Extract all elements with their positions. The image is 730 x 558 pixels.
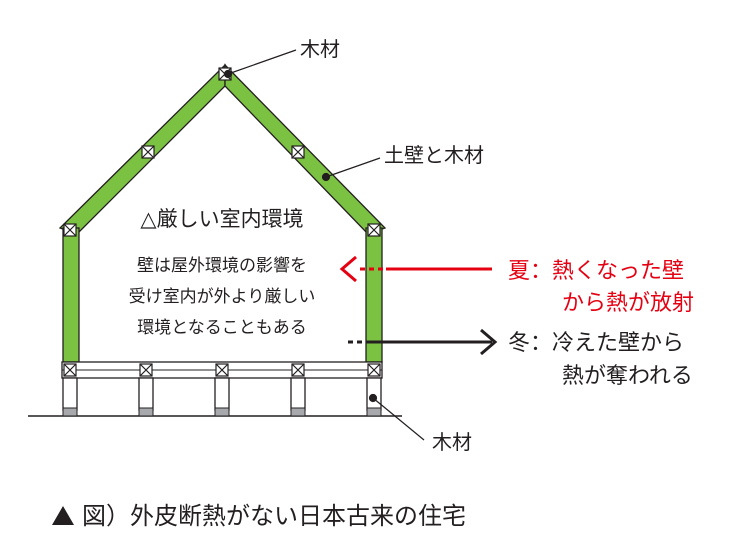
joint-marker-floor — [215, 363, 229, 377]
interior-line-2: 受け室内が外より厳しい — [129, 287, 316, 307]
summer-arrow — [339, 255, 492, 283]
joint-marker-floor — [367, 363, 381, 377]
winter-line-1: 冬：冷えた壁から — [508, 331, 684, 356]
caption-triangle-icon — [52, 506, 74, 525]
leader-lines — [223, 49, 425, 441]
stone — [214, 407, 230, 417]
leader-dot-wood-top — [223, 69, 233, 79]
interior-title: △厳しい室内環境 — [140, 207, 303, 231]
winter-arrow — [348, 328, 498, 356]
joint-marker-floor — [291, 363, 305, 377]
leader-dot-wall-and-wood — [321, 172, 331, 182]
left-wall — [62, 227, 80, 363]
post — [62, 377, 78, 411]
figure-caption: 図）外皮断熱がない日本古来の住宅 — [52, 496, 466, 531]
foundation-posts — [62, 377, 382, 411]
post — [214, 377, 230, 411]
winter-line-2: 熱が奪われる — [562, 364, 693, 389]
leader-wood-bottom — [372, 397, 425, 441]
stone — [290, 407, 306, 417]
stone — [366, 407, 382, 417]
interior-line-3: 環境となることもある — [137, 318, 307, 338]
joint-marker-eave-right — [367, 223, 381, 237]
label-wood-top: 木材 — [300, 37, 340, 61]
foundation-stones — [62, 407, 382, 417]
leader-dot-wood-bottom — [368, 393, 378, 403]
caption-text: 図）外皮断熱がない日本古来の住宅 — [82, 502, 466, 530]
post — [366, 377, 382, 411]
label-wood-bottom: 木材 — [432, 430, 472, 454]
stone — [62, 407, 78, 417]
summer-line-2: から熱が放射 — [562, 291, 694, 316]
post — [138, 377, 154, 411]
joint-marker-floor — [63, 363, 77, 377]
leader-wood-top — [227, 49, 297, 75]
interior-line-1: 壁は屋外環境の影響を — [137, 256, 307, 276]
joint-marker-floor — [139, 363, 153, 377]
label-wall-and-wood: 土壁と木材 — [384, 143, 484, 167]
joint-marker-eave-left — [63, 223, 77, 237]
leader-wall-and-wood — [325, 157, 381, 178]
summer-line-1: 夏：熱くなった壁 — [508, 259, 684, 284]
joint-marker-roof-right — [291, 145, 305, 159]
post — [290, 377, 306, 411]
stone — [138, 407, 154, 417]
joint-marker-roof-left — [141, 145, 155, 159]
